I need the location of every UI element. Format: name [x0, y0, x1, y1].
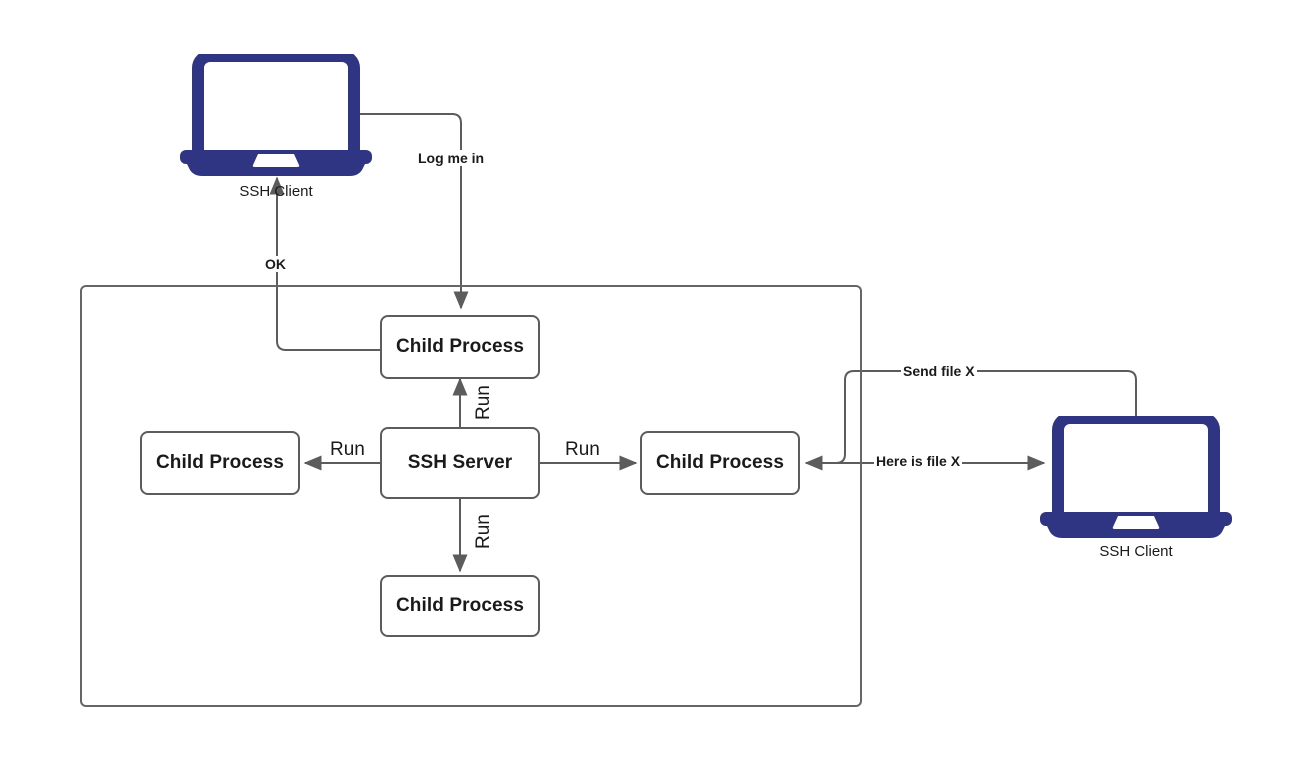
- edge-ok: [269, 176, 381, 351]
- node-ssh-server[interactable]: SSH Server: [380, 427, 540, 499]
- edge-label-run-right: Run: [562, 439, 603, 461]
- server-host-boundary: [80, 285, 862, 707]
- caption-ssh-client-left: SSH Client: [239, 183, 313, 200]
- edge-log-me-in: [356, 113, 469, 310]
- edge-label-run-left: Run: [327, 439, 368, 461]
- node-child-process-right[interactable]: Child Process: [640, 431, 800, 495]
- node-child-process-top[interactable]: Child Process: [380, 315, 540, 379]
- edge-label-run-top: Run: [473, 380, 495, 420]
- laptop-icon-ssh-client-left[interactable]: [178, 54, 374, 178]
- edge-send-file-x: [804, 370, 1137, 471]
- edge-label-send-file-x: Send file X: [901, 363, 977, 379]
- caption-ssh-client-right: SSH Client: [1099, 543, 1173, 560]
- node-child-process-left[interactable]: Child Process: [140, 431, 300, 495]
- node-child-process-bottom[interactable]: Child Process: [380, 575, 540, 637]
- edge-label-run-bottom: Run: [473, 509, 495, 549]
- edge-label-log-me-in: Log me in: [416, 150, 487, 166]
- laptop-icon-ssh-client-right[interactable]: [1038, 416, 1234, 540]
- edge-label-ok: OK: [263, 256, 288, 272]
- edge-label-here-is-file-x: Here is file X: [874, 453, 963, 469]
